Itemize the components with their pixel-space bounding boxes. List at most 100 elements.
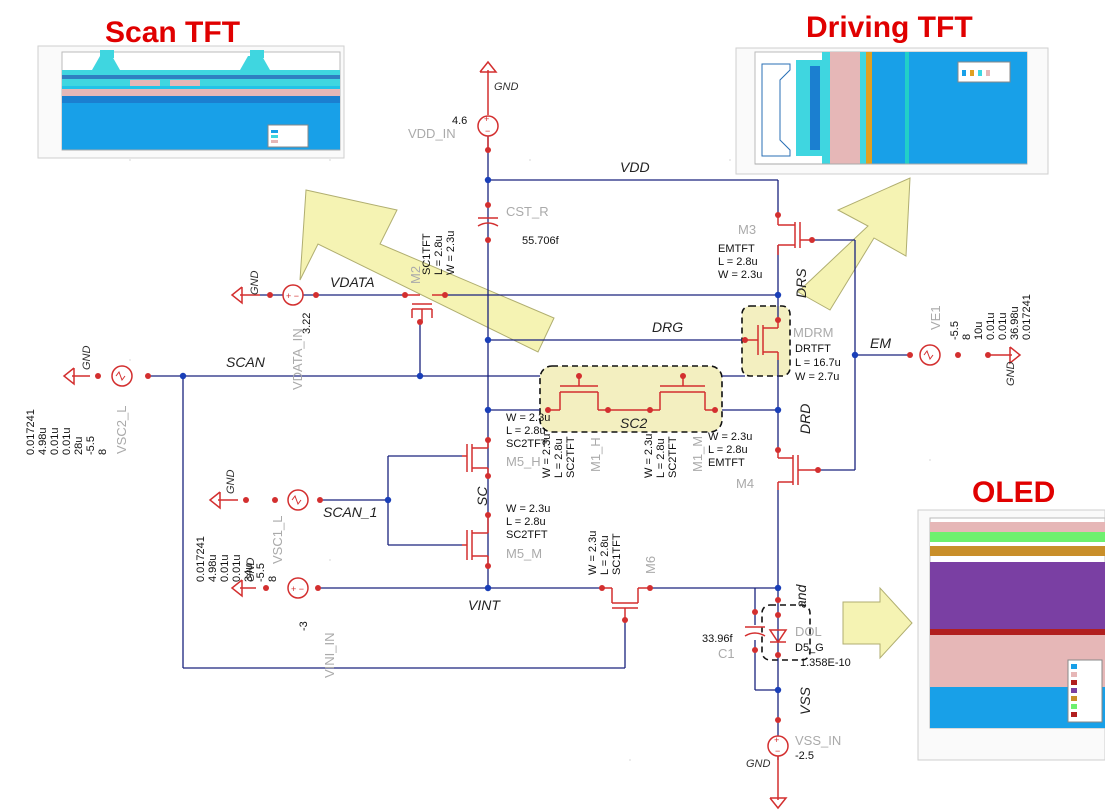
svg-text:0.01u: 0.01u (231, 554, 243, 582)
svg-text:-5.5: -5.5 (255, 563, 267, 582)
m4-w: W = 2.3u (708, 431, 752, 443)
gnd-label-vdd: GND (494, 81, 519, 93)
svg-text:SC2TFT: SC2TFT (667, 436, 679, 478)
m4-l: L = 2.8u (708, 444, 748, 456)
net-scan: SCAN (226, 354, 266, 370)
arrow-to-driving-tft (797, 177, 911, 311)
net-scan-1: SCAN_1 (323, 504, 377, 520)
svg-text:0.01u: 0.01u (997, 312, 1009, 340)
oled-diode-highlight-box (761, 604, 811, 661)
m4-name: M4 (736, 476, 754, 491)
svg-text:L = 2.8u: L = 2.8u (553, 438, 565, 478)
m1-m-params: W = 2.3u L = 2.8u SC2TFT (643, 434, 679, 478)
title-driving-tft: Driving TFT (806, 11, 973, 44)
svg-text:+: + (484, 114, 489, 124)
m2-name: M2 (408, 266, 423, 284)
net-vint: VINT (468, 597, 501, 613)
svg-text:0.01u: 0.01u (985, 312, 997, 340)
m5-m-model: SC2TFT (506, 529, 548, 541)
c1-value: 33.96f (702, 633, 734, 645)
vini-in-name: VINI_IN (322, 632, 337, 678)
vsc1-l-source (243, 489, 323, 511)
arrow-to-scan-tft (299, 189, 555, 353)
pins-misc (775, 597, 781, 603)
net-and: and (793, 583, 809, 608)
m1-h-params: W = 2.3u L = 2.8u SC2TFT (541, 434, 577, 478)
transistor-mdrm (742, 317, 781, 360)
vdd-in-value: 4.6 (452, 115, 467, 127)
c1-capacitor (744, 609, 766, 653)
gnd-label-vdata: GND (249, 271, 261, 296)
m5-m-name: M5_M (506, 546, 542, 561)
oled-diode-name: DOL (795, 624, 822, 639)
svg-text:0.017241: 0.017241 (1021, 294, 1033, 340)
ve1-name: VE1 (928, 305, 943, 330)
background-grid (129, 159, 931, 761)
mdrm-w: W = 2.7u (795, 371, 839, 383)
vdata-in-name: VDATA_IN (290, 328, 305, 390)
m5-h-w: W = 2.3u (506, 412, 550, 424)
cst-r-capacitor (477, 202, 499, 243)
c1-name: C1 (718, 646, 735, 661)
svg-text:0.01u: 0.01u (49, 427, 61, 455)
ve1-params: -5.5 8 10u 0.01u 0.01u 36.98u 0.017241 (949, 294, 1033, 340)
vini-in-value: -3 (298, 621, 310, 631)
net-vdd: VDD (620, 159, 650, 175)
vsc2-l-name: VSC2_L (114, 406, 129, 454)
net-drd: DRD (797, 404, 813, 434)
svg-text:SC1TFT: SC1TFT (421, 233, 433, 275)
vss-in-symbol: +− (767, 717, 789, 790)
vsc1-l-params: 0.017241 4.98u 0.01u 0.01u 34u -5.5 8 (195, 536, 279, 582)
svg-text:4.98u: 4.98u (37, 427, 49, 455)
driving-tft-cross-section (735, 47, 1049, 175)
mdrm-name: MDRM (793, 325, 833, 340)
ve1-source (907, 344, 991, 366)
transistor-m5-h (462, 437, 491, 479)
svg-text:−: − (485, 126, 490, 136)
svg-text:L = 2.8u: L = 2.8u (655, 438, 667, 478)
oled-diode-model: D5_G (795, 642, 824, 654)
svg-text:8: 8 (267, 576, 279, 582)
svg-text:W = 2.3u: W = 2.3u (541, 434, 553, 478)
m3-w: W = 2.3u (718, 269, 762, 281)
vsc1-l-name: VSC1_L (270, 516, 285, 564)
net-em: EM (870, 335, 891, 351)
net-drs: DRS (793, 268, 809, 298)
oled-diode (768, 612, 788, 658)
junctions (179, 176, 859, 694)
svg-text:SC1TFT: SC1TFT (611, 533, 623, 575)
svg-text:8: 8 (961, 334, 973, 340)
transistor-m4 (775, 447, 821, 490)
m1-m-name: M1_M (690, 436, 705, 472)
svg-text:L = 2.8u: L = 2.8u (599, 535, 611, 575)
svg-text:W = 2.3u: W = 2.3u (587, 531, 599, 575)
svg-text:0.01u: 0.01u (61, 427, 73, 455)
svg-text:0.017241: 0.017241 (195, 536, 207, 582)
m5-h-model: SC2TFT (506, 438, 548, 450)
svg-text:28u: 28u (73, 437, 85, 455)
vdd-in-source: +− (477, 100, 499, 153)
gnd-symbols (62, 60, 1022, 810)
svg-text:0.017241: 0.017241 (25, 409, 37, 455)
svg-text:L = 2.8u: L = 2.8u (433, 235, 445, 275)
gnd-label-vss: GND (746, 758, 771, 770)
svg-text:-5.5: -5.5 (949, 321, 961, 340)
m4-model: EMTFT (708, 457, 745, 469)
title-oled: OLED (972, 476, 1055, 509)
transistor-m6 (599, 585, 653, 623)
svg-text:+ −: + − (291, 584, 304, 594)
svg-text:−: − (775, 746, 780, 756)
gnd-label-vsc1: GND (225, 470, 237, 495)
scan-tft-cross-section (37, 45, 345, 159)
m5-m-w: W = 2.3u (506, 503, 550, 515)
svg-text:+: + (774, 735, 779, 745)
gnd-label-vsc2: GND (81, 346, 93, 371)
cst-r-value: 55.706f (522, 235, 560, 247)
m6-params: W = 2.3u L = 2.8u SC1TFT (587, 531, 623, 575)
gnd-label-vini: GND (245, 558, 257, 583)
svg-text:36.98u: 36.98u (1009, 306, 1021, 340)
m5-m-l: L = 2.8u (506, 516, 546, 528)
sc2-highlight-box (539, 365, 723, 433)
svg-text:10u: 10u (973, 322, 985, 340)
